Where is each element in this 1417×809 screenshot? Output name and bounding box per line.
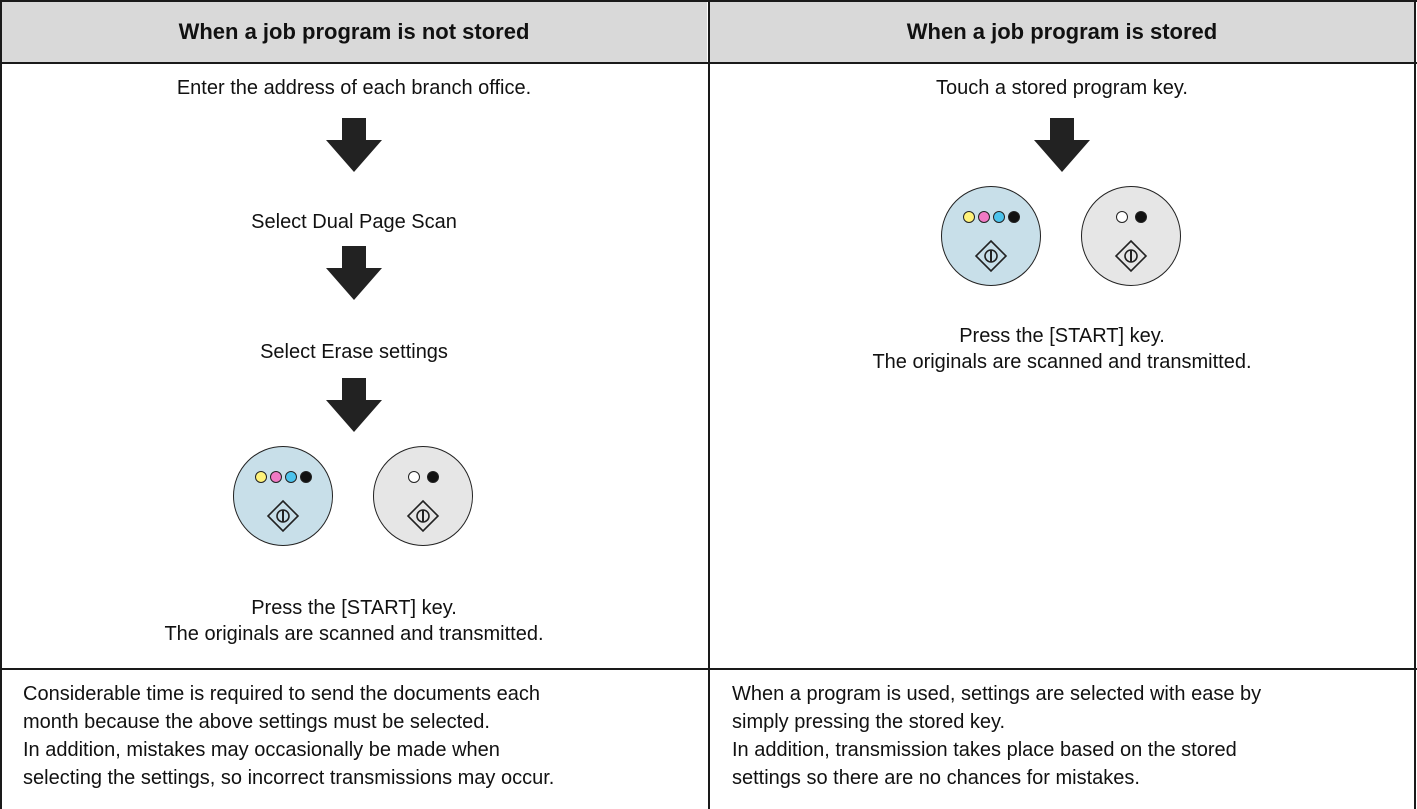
black-dot-icon — [299, 471, 312, 483]
start-diamond-icon — [406, 499, 440, 533]
start-diamond-icon — [974, 239, 1008, 273]
note-line: When a program is used, settings are sel… — [732, 683, 1262, 705]
header-left-title: When a job program is not stored — [178, 18, 530, 44]
table-border — [1414, 0, 1416, 809]
note-line: Considerable time is required to send th… — [23, 683, 540, 705]
right-procedure: Touch a stored program key. — [710, 64, 1414, 668]
color-start-key-icon[interactable] — [941, 186, 1041, 286]
down-arrow-icon — [1034, 118, 1090, 172]
note-line: selecting the settings, so incorrect tra… — [23, 767, 555, 789]
header-right-title: When a job program is stored — [906, 18, 1218, 44]
down-arrow-icon — [326, 118, 382, 172]
cyan-dot-icon — [284, 471, 297, 483]
header-right: When a job program is stored — [710, 1, 1414, 62]
left-final-line-2: The originals are scanned and transmitte… — [164, 623, 544, 645]
table-border — [0, 0, 2, 809]
note-line: month because the above settings must be… — [23, 711, 490, 733]
down-arrow-icon — [326, 378, 382, 432]
note-line: In addition, transmission takes place ba… — [732, 739, 1237, 761]
left-note: Considerable time is required to send th… — [1, 670, 707, 808]
left-procedure: Enter the address of each branch office.… — [1, 64, 707, 668]
note-line: simply pressing the stored key. — [732, 711, 1006, 733]
white-dot-icon — [407, 471, 420, 483]
magenta-dot-icon — [977, 211, 990, 223]
black-dot-icon — [1134, 211, 1147, 223]
note-line: In addition, mistakes may occasionally b… — [23, 739, 500, 761]
right-note-text: When a program is used, settings are sel… — [732, 680, 1400, 792]
right-step-1: Touch a stored program key. — [936, 77, 1188, 99]
start-diamond-icon — [266, 499, 300, 533]
start-keys — [941, 186, 1183, 288]
white-dot-icon — [1115, 211, 1128, 223]
down-arrow-icon — [326, 246, 382, 300]
header-left: When a job program is not stored — [1, 1, 707, 62]
left-note-text: Considerable time is required to send th… — [23, 680, 693, 792]
table-border — [708, 0, 710, 809]
bw-start-key-icon[interactable] — [1081, 186, 1181, 286]
black-dot-icon — [426, 471, 439, 483]
start-keys — [233, 446, 475, 548]
yellow-dot-icon — [254, 471, 267, 483]
start-diamond-icon — [1114, 239, 1148, 273]
right-final-line-2: The originals are scanned and transmitte… — [872, 351, 1252, 373]
left-final-line-1: Press the [START] key. — [251, 597, 457, 619]
left-step-3: Select Erase settings — [260, 341, 448, 363]
yellow-dot-icon — [962, 211, 975, 223]
magenta-dot-icon — [269, 471, 282, 483]
bw-start-key-icon[interactable] — [373, 446, 473, 546]
color-start-key-icon[interactable] — [233, 446, 333, 546]
cyan-dot-icon — [992, 211, 1005, 223]
note-line: settings so there are no chances for mis… — [732, 767, 1140, 789]
right-final-line-1: Press the [START] key. — [959, 325, 1165, 347]
right-note: When a program is used, settings are sel… — [710, 670, 1414, 808]
black-dot-icon — [1007, 211, 1020, 223]
left-step-2: Select Dual Page Scan — [251, 211, 457, 233]
left-step-1: Enter the address of each branch office. — [176, 77, 532, 99]
